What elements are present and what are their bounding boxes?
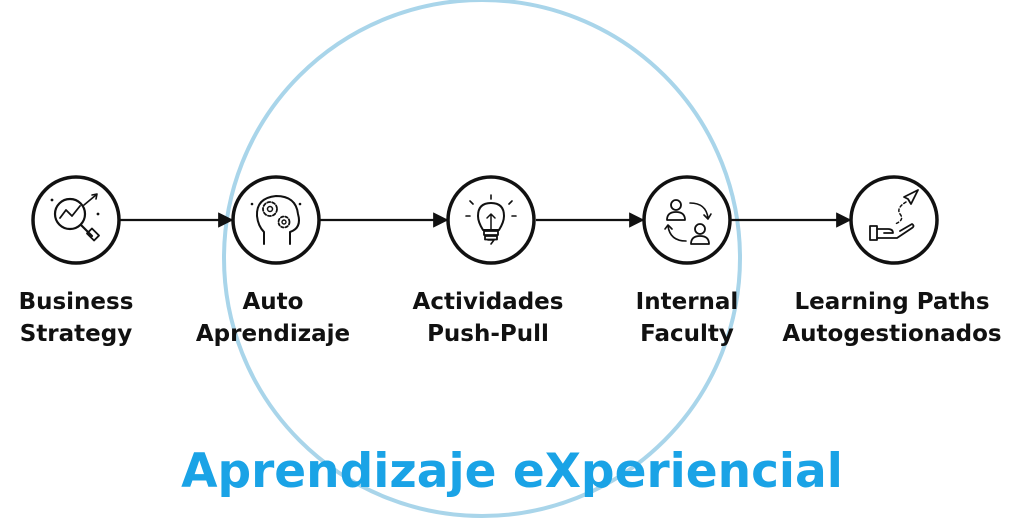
step-label-line1: Auto: [242, 289, 304, 315]
footer-title: Aprendizaje eXperiencial: [181, 444, 843, 499]
people-exchange-icon: [642, 175, 732, 265]
step-label-line1: Business: [18, 289, 134, 315]
step-label-line2: Strategy: [19, 321, 133, 347]
magnifier-chart-icon: [31, 175, 121, 265]
step-label-line1: Learning Paths: [794, 289, 990, 315]
step-label-line2: Autogestionados: [782, 321, 1002, 347]
experiential-ring: [222, 0, 742, 518]
step-label-line1: Internal: [635, 289, 739, 315]
step-label-business-strategy: Business Strategy: [19, 286, 134, 350]
hand-paper-plane-icon: [849, 175, 939, 265]
step-label-line2: Faculty: [640, 321, 734, 347]
step-label-auto-aprendizaje: Auto Aprendizaje: [196, 286, 350, 350]
lightbulb-icon: [446, 175, 536, 265]
step-label-line2: Push-Pull: [427, 321, 549, 347]
step-label-internal-faculty: Internal Faculty: [636, 286, 739, 350]
step-label-line1: Actividades: [412, 289, 564, 315]
step-label-learning-paths: Learning Paths Autogestionados: [782, 286, 1001, 350]
step-label-actividades-push-pull: Actividades Push-Pull: [413, 286, 564, 350]
head-gears-icon: [231, 175, 321, 265]
step-label-line2: Aprendizaje: [195, 321, 351, 347]
